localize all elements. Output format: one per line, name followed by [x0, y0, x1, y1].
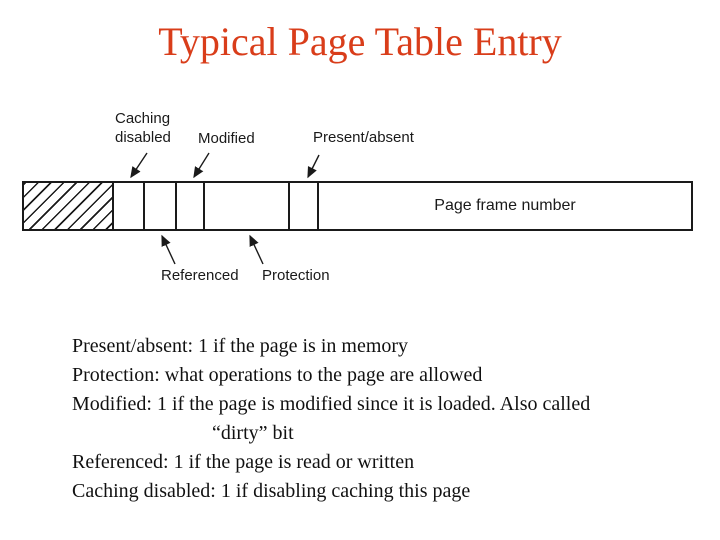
body-line-referenced: Referenced: 1 if the page is read or wri…: [72, 451, 415, 473]
slide-title: Typical Page Table Entry: [158, 19, 562, 64]
arrow-protection: [249, 234, 264, 265]
arrow-present-absent: [307, 154, 320, 179]
page-table-entry-box: Page frame number: [22, 181, 693, 231]
cell-divider: [317, 183, 319, 229]
label-protection: Protection: [262, 267, 330, 284]
label-present-absent: Present/absent: [313, 129, 414, 146]
arrow-modified: [193, 152, 210, 179]
cell-divider: [143, 183, 145, 229]
body-line-protection: Protection: what operations to the page …: [72, 364, 483, 386]
body-line-dirty-bit: “dirty” bit: [212, 422, 294, 444]
cell-divider: [288, 183, 290, 229]
page-frame-number-label: Page frame number: [434, 197, 576, 214]
arrow-referenced: [161, 234, 176, 265]
label-referenced: Referenced: [161, 267, 239, 284]
arrow-caching-disabled: [130, 152, 148, 179]
cell-divider: [203, 183, 205, 229]
body-text: Present/absent: 1 if the page is in memo…: [72, 332, 712, 506]
body-line-modified: Modified: 1 if the page is modified sinc…: [72, 393, 591, 415]
body-line-present-absent: Present/absent: 1 if the page is in memo…: [72, 335, 409, 357]
page-frame-number-cell: Page frame number: [319, 183, 691, 229]
cell-divider: [175, 183, 177, 229]
body-line-caching-disabled: Caching disabled: 1 if disabling caching…: [72, 480, 471, 502]
hatched-unused-cell: [24, 183, 113, 229]
label-caching-disabled: Caching disabled: [115, 110, 171, 146]
cell-divider: [112, 183, 114, 229]
label-modified: Modified: [198, 130, 255, 147]
